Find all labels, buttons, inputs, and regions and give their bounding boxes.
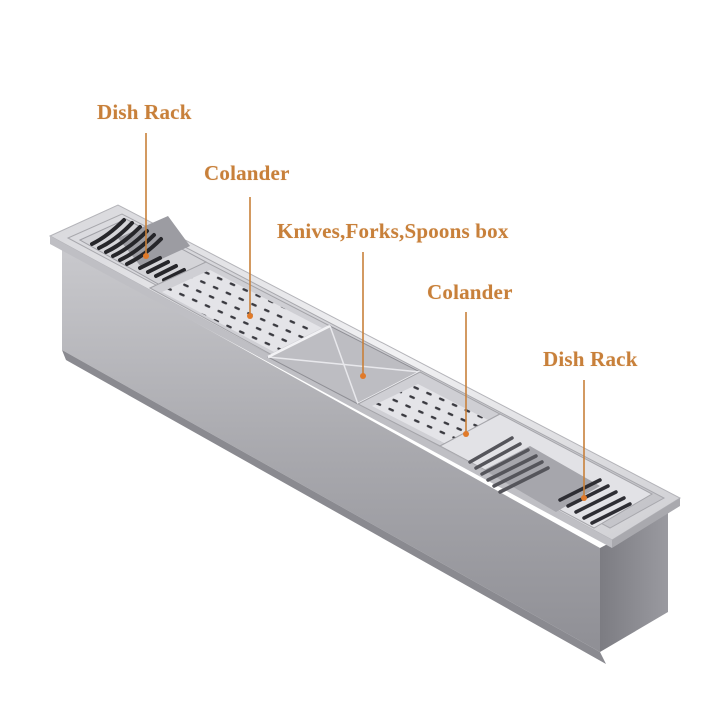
label-colander-left: Colander bbox=[204, 161, 290, 185]
leader-lines bbox=[143, 133, 587, 501]
label-cutlery-box: Knives,Forks,Spoons box bbox=[277, 219, 509, 243]
label-dish-rack-right: Dish Rack bbox=[543, 347, 638, 371]
label-colander-right: Colander bbox=[427, 280, 513, 304]
dish-rack-right bbox=[438, 413, 654, 529]
label-dish-rack-left: Dish Rack bbox=[97, 100, 192, 124]
